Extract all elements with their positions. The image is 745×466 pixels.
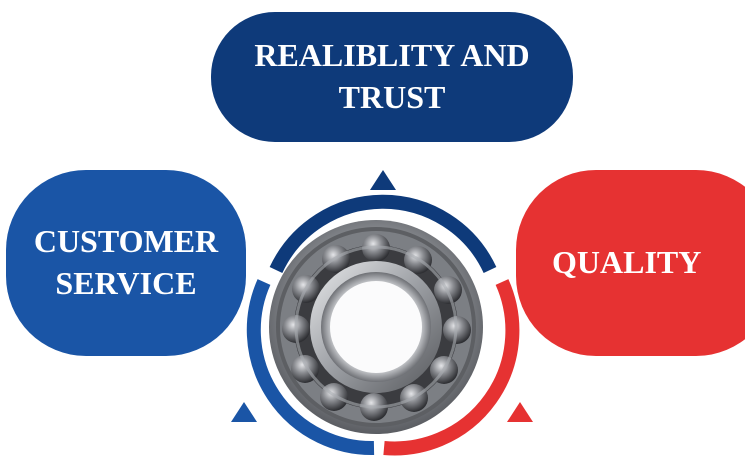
ball-bearing-icon <box>269 220 483 434</box>
node-label-line: SERVICE <box>55 265 197 301</box>
reliability-and-trust-node: REALIBLITY AND TRUST <box>211 12 573 142</box>
node-label-line: CUSTOMER <box>33 223 219 260</box>
node-label-line: REALIBLITY AND <box>254 37 530 74</box>
quality-node: QUALITY <box>516 170 745 356</box>
node-label-line: TRUST <box>338 79 446 115</box>
node-label-line: QUALITY <box>552 244 702 281</box>
cycle-arc-right <box>383 279 520 456</box>
arrow-up-icon <box>507 402 533 422</box>
cycle-arc-top <box>269 194 497 273</box>
arrow-up-icon <box>231 402 257 422</box>
arrow-up-icon <box>370 170 396 190</box>
customer-service-node: CUSTOMER SERVICE <box>6 170 246 356</box>
cycle-arc-left <box>246 279 375 456</box>
